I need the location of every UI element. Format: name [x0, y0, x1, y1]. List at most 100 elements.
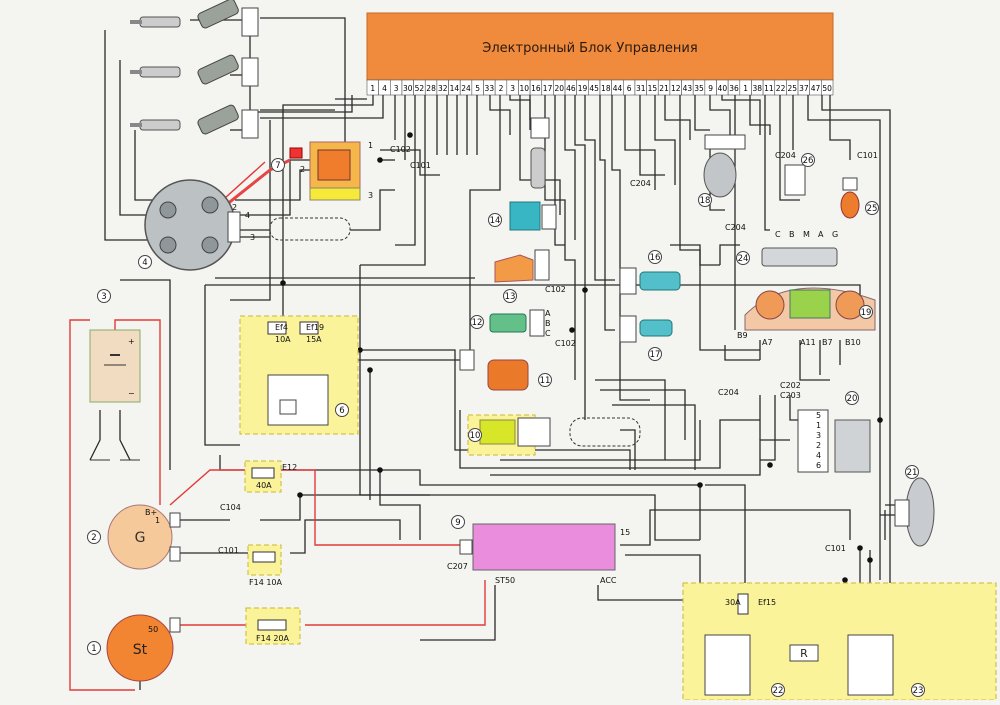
ecu-pin-label: 18 — [601, 84, 611, 93]
module-pin-3: 3 — [368, 191, 373, 200]
ecu-pin-label: 44 — [613, 84, 623, 93]
diag-pin-b: B — [789, 230, 795, 239]
distributor-pin-3: 3 — [250, 233, 255, 242]
label-c101-b: C101 — [857, 151, 878, 160]
module-pin-1: 1 — [368, 141, 373, 150]
callout-circle — [538, 373, 552, 387]
callout-circle — [911, 683, 925, 697]
diag-pin-a: A — [818, 230, 824, 239]
ignition-pin-15: 15 — [620, 528, 630, 537]
ignition-module: 2 1 3 — [289, 141, 373, 201]
diag-pin-g: G — [832, 230, 838, 239]
ecu-pin-label: 3 — [394, 84, 399, 93]
diag-pin-m: M — [803, 230, 810, 239]
callout-circle — [801, 153, 815, 167]
sensor-abc-pins: A B C — [545, 309, 551, 338]
ignition-switch: 15 ST50 ACC — [459, 523, 630, 585]
generator-label: G — [135, 530, 146, 546]
battery: + − — [89, 329, 141, 461]
sensor-pin-b: B — [545, 319, 551, 328]
callout-circle — [698, 193, 712, 207]
fuses-lower: E12 40A F14 10A F14 20A — [249, 463, 297, 643]
wiring-dark — [89, 17, 910, 690]
fuse-ef15-label: Ef15 — [758, 598, 776, 607]
ecu-pin-label: 47 — [811, 84, 821, 93]
callout-circle — [503, 289, 517, 303]
block20-pin-4: 4 — [816, 451, 821, 460]
fuse-ef4-label: Ef4 — [275, 323, 288, 332]
block20-pin-5: 5 — [816, 411, 821, 420]
callout-number: 16 — [650, 253, 661, 263]
ecu-pin-label: 43 — [683, 84, 693, 93]
module-pin-2: 2 — [300, 165, 305, 174]
callout-number: 2 — [91, 533, 96, 543]
ecu-pin-label: 3 — [510, 84, 515, 93]
ecu-pin-label: 33 — [485, 84, 495, 93]
callout-number: 25 — [867, 204, 878, 214]
callout-circle — [335, 403, 349, 417]
ecu-pin-label: 14 — [450, 84, 460, 93]
callout-number: 12 — [472, 318, 483, 328]
cluster-pin-a11: A11 — [800, 338, 816, 347]
block20-pin-3: 3 — [816, 431, 821, 440]
ecu-pin-label: 17 — [543, 84, 553, 93]
ignition-acc: ACC — [600, 576, 617, 585]
callout-number: 19 — [861, 308, 872, 318]
ecu-pin-label: 6 — [627, 84, 632, 93]
label-c102-b: C102 — [545, 285, 566, 294]
callout-circle — [736, 251, 750, 265]
ecu-pin-label: 25 — [787, 84, 797, 93]
callout-circle — [468, 428, 482, 442]
fuse-ef19-rating: 15A — [306, 335, 322, 344]
ecu-pin-label: 32 — [438, 84, 448, 93]
callout-circle — [470, 315, 484, 329]
callout-number: 18 — [700, 196, 711, 206]
ecu-title: Электронный Блок Управления — [482, 41, 697, 56]
callout-number: 7 — [275, 161, 280, 171]
ignition-st50: ST50 — [495, 576, 515, 585]
ecu-pin-label: 19 — [578, 84, 588, 93]
ecu-pin-label: 31 — [636, 84, 646, 93]
ecu-pin-label: 2 — [499, 84, 504, 93]
callout-circle — [771, 683, 785, 697]
callout-circle — [905, 465, 919, 479]
starter-label: St — [133, 642, 148, 658]
cluster-pin-b9: B9 — [737, 331, 748, 340]
ecu-pin-label: 11 — [764, 84, 774, 93]
ecu-pin-label: 37 — [799, 84, 809, 93]
callout-circle — [865, 201, 879, 215]
ecu-pin-cell — [821, 79, 834, 96]
callout-number: 9 — [455, 518, 460, 528]
callout-circle — [87, 530, 101, 544]
callout-circle — [648, 250, 662, 264]
callout-circle — [138, 255, 152, 269]
fuse-ef15-rating: 30A — [725, 598, 741, 607]
connector-labels: C102 C101 C102 C102 C204 C204 C204 C204 … — [218, 145, 878, 571]
ecu-pin-label: 46 — [566, 84, 576, 93]
diag-connector-pins: C B M A G — [775, 230, 838, 239]
callout-circle — [648, 347, 662, 361]
fuse-ef4-rating: 10A — [275, 335, 291, 344]
ecu-pin-label: 36 — [729, 84, 739, 93]
block20-pin-6: 6 — [816, 461, 821, 470]
callout-number: 23 — [913, 686, 924, 696]
distributor: 2 4 3 — [144, 179, 351, 271]
label-c102-a: C102 — [390, 145, 411, 154]
callout-circle — [845, 391, 859, 405]
callout-number: 14 — [490, 216, 501, 226]
starter: St 50 — [106, 614, 181, 682]
label-c204-c: C204 — [775, 151, 796, 160]
callout-number: 11 — [540, 376, 551, 386]
callout-number: 3 — [101, 292, 106, 302]
ecu-pin-label: 45 — [589, 84, 599, 93]
callout-number: 21 — [907, 468, 918, 478]
ecu-pin-label: 38 — [753, 84, 763, 93]
ecu-pin-label: 1 — [743, 84, 748, 93]
fuse-ef19-label: Ef19 — [306, 323, 324, 332]
callout-number: 20 — [847, 394, 858, 404]
generator-pin-1: 1 — [155, 516, 160, 525]
